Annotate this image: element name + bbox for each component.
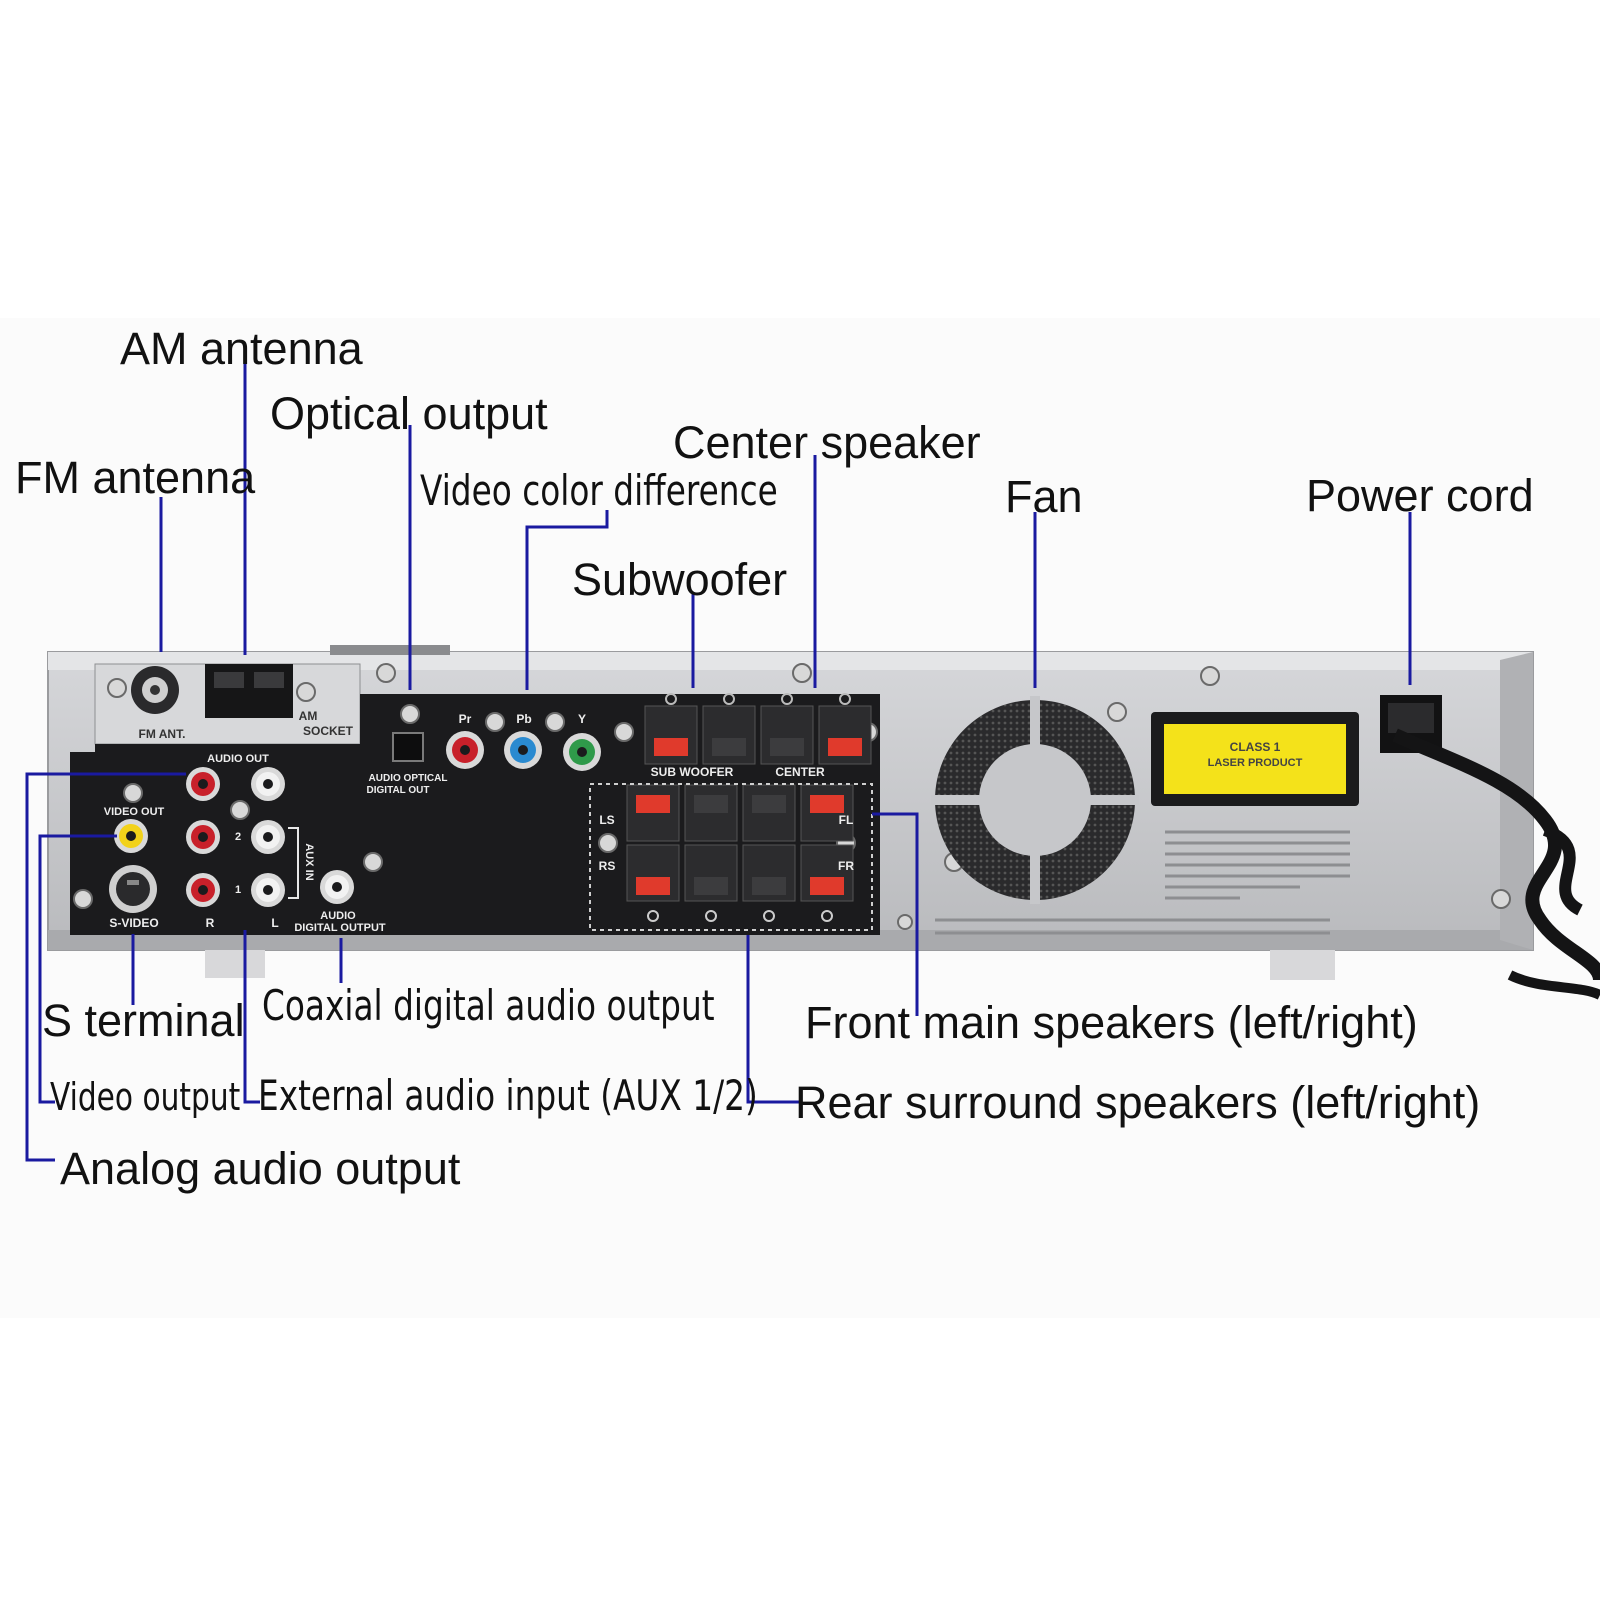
laser-product-label	[1151, 712, 1359, 806]
callout-video-output: Video output	[50, 1075, 241, 1119]
panel-label-s-video: S-VIDEO	[109, 916, 158, 930]
speaker-terminal	[742, 844, 796, 922]
callout-front-main-speakers: Front main speakers (left/right)	[805, 997, 1418, 1048]
panel-label-aux-in: AUX IN	[303, 843, 315, 880]
video-out-jack	[114, 819, 148, 853]
panel-label-pb: Pb	[516, 712, 531, 726]
callout-subwoofer: Subwoofer	[572, 554, 788, 605]
panel-label-y: Y	[578, 712, 586, 726]
leader-lines	[25, 360, 1412, 1162]
speaker-terminal	[626, 784, 680, 842]
fm-antenna-jack	[131, 666, 179, 714]
aux1-l-jack	[251, 873, 285, 907]
fan-vent	[931, 696, 1139, 904]
callout-external-audio-input: External audio input (AUX 1/2)	[258, 1071, 758, 1120]
panel-label-class-1: CLASS 1	[1230, 740, 1281, 754]
panel-label-ls: LS	[599, 813, 614, 827]
foot	[1270, 950, 1335, 980]
panel-label-am-socket-1: AM	[299, 709, 318, 723]
foot	[205, 950, 265, 978]
component-pb-jack	[504, 731, 542, 769]
rca-jacks	[109, 731, 601, 913]
panel-label-audio-out: AUDIO OUT	[207, 753, 269, 765]
callout-fm-antenna: FM antenna	[15, 452, 256, 503]
panel-label-r: R	[206, 916, 215, 930]
panel-label-video-out: VIDEO OUT	[104, 806, 165, 818]
callout-coaxial-digital-audio-output: Coaxial digital audio output	[262, 981, 715, 1030]
speaker-terminal	[760, 693, 814, 765]
component-pr-jack	[446, 731, 484, 769]
speaker-terminal	[626, 844, 680, 922]
leader-line-external-audio	[243, 930, 260, 1104]
panel-label-fl: FL	[839, 813, 854, 827]
optical-port	[392, 732, 424, 762]
callout-optical-output: Optical output	[270, 388, 548, 439]
panel-label-am-socket-2: SOCKET	[303, 724, 354, 738]
callout-power-cord: Power cord	[1306, 470, 1534, 521]
panel-label-aux-2: 2	[235, 831, 241, 843]
speaker-terminal	[702, 693, 756, 765]
panel-label-audio-optical-2: DIGITAL OUT	[367, 785, 430, 796]
speaker-terminal	[742, 784, 796, 842]
audio-out-r-jack	[186, 767, 220, 801]
speaker-terminals-top	[644, 693, 872, 765]
speaker-terminal	[644, 693, 698, 765]
speaker-terminal	[800, 844, 854, 922]
leader-line-rear-surround	[746, 935, 800, 1104]
audio-out-l-jack	[251, 767, 285, 801]
callout-s-terminal: S terminal	[42, 995, 245, 1046]
screws	[73, 663, 1511, 930]
panel-label-sub-woofer: SUB WOOFER	[651, 765, 734, 779]
panel-label-pr: Pr	[459, 712, 472, 726]
speaker-terminals-surround	[626, 784, 854, 922]
callout-rear-surround-speakers: Rear surround speakers (left/right)	[795, 1077, 1481, 1128]
leader-line-analog-audio	[25, 772, 186, 1162]
panel-label-fr: FR	[838, 859, 854, 873]
s-video-jack	[109, 865, 157, 913]
panel-label-aux-1: 1	[235, 884, 241, 896]
aux1-r-jack	[186, 873, 220, 907]
callout-fan: Fan	[1005, 471, 1083, 522]
leader-line-front-main	[872, 812, 919, 1016]
callout-analog-audio-output: Analog audio output	[60, 1143, 461, 1194]
callout-center-speaker: Center speaker	[673, 417, 981, 468]
coaxial-digital-jack	[320, 870, 354, 904]
panel-label-laser-product: LASER PRODUCT	[1208, 757, 1303, 769]
leader-line-video-color-difference	[525, 510, 609, 690]
power-cord	[1380, 695, 1600, 1000]
panel-label-audio-digital-output-2: DIGITAL OUTPUT	[294, 922, 386, 934]
aux2-r-jack	[186, 820, 220, 854]
speaker-terminal	[684, 844, 738, 922]
speaker-terminal	[684, 784, 738, 842]
speaker-terminal	[800, 784, 854, 842]
panel-label-audio-optical-1: AUDIO OPTICAL	[369, 773, 448, 784]
panel-label-fm-ant: FM ANT.	[139, 727, 186, 741]
aux2-l-jack	[251, 820, 285, 854]
license-fine-print	[935, 830, 1350, 935]
surround-terminal-outline	[589, 783, 873, 931]
am-antenna-socket	[205, 664, 293, 718]
panel-label-center: CENTER	[775, 765, 825, 779]
component-y-jack	[563, 733, 601, 771]
speaker-terminal	[818, 693, 872, 765]
callout-am-antenna: AM antenna	[120, 323, 363, 374]
panel-label-audio-digital-output-1: AUDIO	[320, 910, 356, 922]
panel-label-rs: RS	[599, 859, 616, 873]
leader-line-video-output	[38, 834, 117, 1104]
callout-video-color-difference: Video color difference	[420, 466, 778, 515]
panel-label-l: L	[271, 916, 278, 930]
